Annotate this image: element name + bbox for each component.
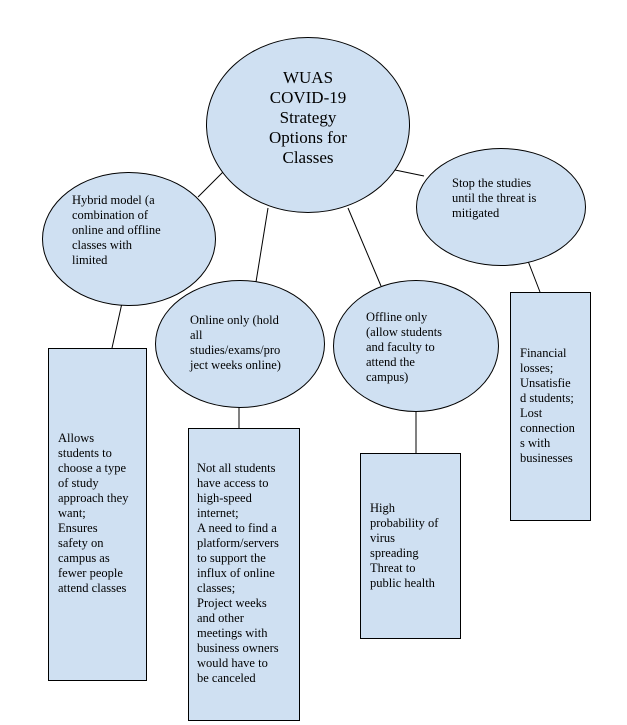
online-ellipse <box>155 280 325 408</box>
stop-ellipse <box>416 148 586 266</box>
offline-consequences-box <box>360 453 461 639</box>
stop-consequences-text: Financial losses; Unsatisfie d students;… <box>520 346 575 465</box>
center-title: WUAS COVID-19 Strategy Options for Class… <box>269 68 347 167</box>
hybrid-consequences-box <box>48 348 147 681</box>
stop-option-text: Stop the studies until the threat is mit… <box>452 176 537 220</box>
hybrid-consequences-text: Allows students to choose a type of stud… <box>58 431 129 595</box>
online-consequences-box <box>188 428 300 721</box>
connector-center-hybrid <box>197 170 225 198</box>
stop-consequences-box <box>510 292 591 521</box>
offline-option-text: Offline only (allow students and faculty… <box>366 310 443 384</box>
connector-hybrid-box <box>111 302 123 349</box>
connector-stop-box <box>527 260 541 293</box>
offline-ellipse <box>333 280 499 412</box>
connector-center-offline <box>347 207 382 287</box>
center-ellipse <box>206 37 410 213</box>
connector-center-online <box>255 207 269 283</box>
hybrid-ellipse <box>42 172 216 306</box>
connector-center-stop <box>394 169 425 177</box>
online-option-text: Online only (hold all studies/exams/pro … <box>190 313 281 372</box>
offline-consequences-text: High probability of virus spreading Thre… <box>370 501 439 590</box>
hybrid-option-text: Hybrid model (a combination of online an… <box>72 193 161 267</box>
online-consequences-text: Not all students have access to high-spe… <box>197 461 279 685</box>
